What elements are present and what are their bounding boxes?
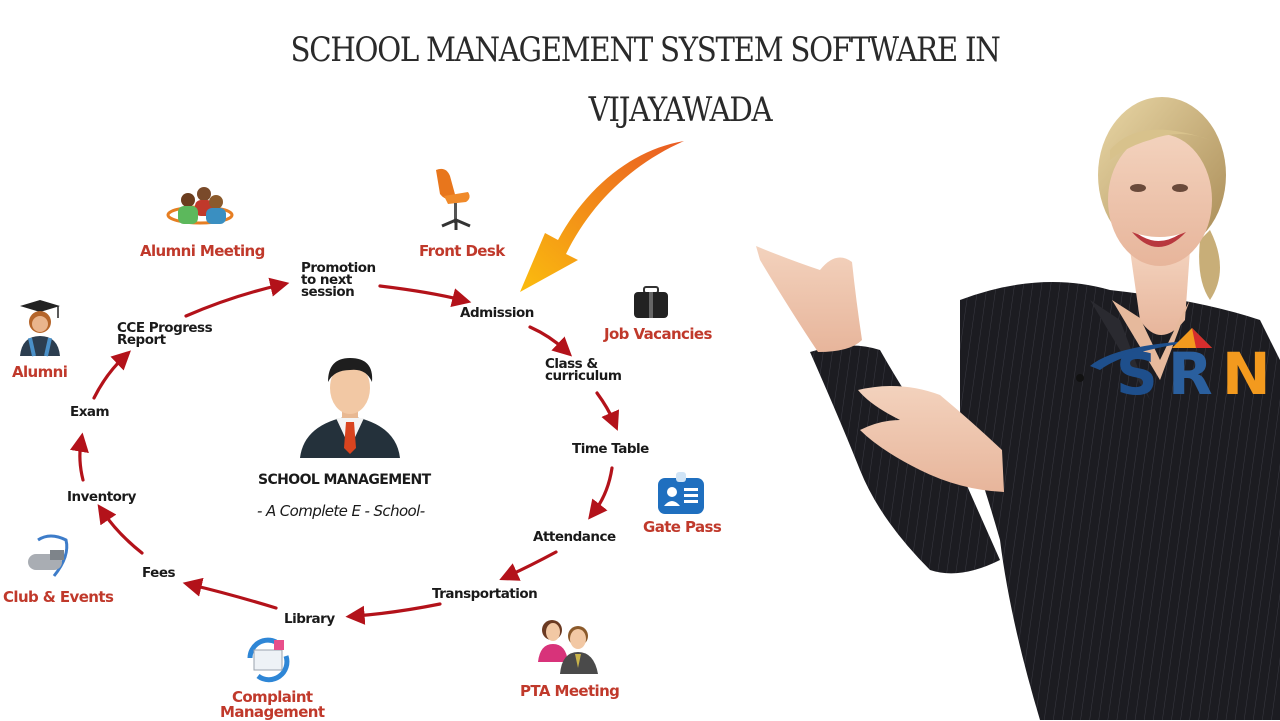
arrow-inventory-to-exam: [69, 432, 89, 482]
arrow-exam-to-cce: [92, 350, 131, 400]
cycle-node-label-line: to next: [301, 272, 352, 288]
cycle-node-class-curriculum: Class & curriculum: [545, 356, 622, 384]
manager-icon: [300, 358, 400, 458]
cycle-node-label-line: curriculum: [545, 368, 622, 384]
arrow-transportation-to-library: [345, 602, 442, 625]
cycle-node-fees: Fees: [142, 565, 176, 581]
module-gate-pass: Gate Pass: [643, 518, 722, 536]
presenter-woman-illustration: [756, 97, 1280, 720]
center-title: SCHOOL MANAGEMENT: [258, 472, 431, 488]
page-title-line-2: VIJAYAWADA: [588, 90, 773, 130]
logo-letter-n: N: [1222, 340, 1271, 398]
arrow-promotion-to-admission: [378, 284, 472, 307]
arrow-attendance-to-transportation: [499, 550, 558, 581]
cycle-arrows: [69, 277, 620, 625]
srn-logo: S R N: [1090, 328, 1271, 398]
logo-letter-s: S: [1116, 340, 1158, 398]
cycle-node-attendance: Attendance: [533, 529, 616, 545]
cycle-node-label-line: CCE Progress: [117, 320, 213, 336]
arrow-library-to-fees: [182, 577, 278, 610]
pointer-arrow-icon: [520, 141, 684, 292]
module-job-vacancies: Job Vacancies: [604, 325, 712, 343]
mail-refresh-icon: [247, 637, 290, 683]
module-label-line: Management: [220, 703, 325, 721]
module-complaint-management: Complaint Management: [220, 688, 325, 721]
module-pta-meeting: PTA Meeting: [520, 682, 620, 700]
arrow-class-to-timetable: [595, 391, 620, 431]
group-people-icon: [166, 187, 234, 225]
center-subtitle: - A Complete E - School-: [257, 502, 425, 520]
graduate-icon: [20, 300, 60, 357]
office-chair-icon: [436, 168, 471, 230]
cycle-node-promotion: Promotion to next session: [301, 260, 376, 300]
cycle-node-inventory: Inventory: [67, 489, 136, 505]
logo-letter-r: R: [1168, 340, 1213, 398]
module-club-events: Club & Events: [3, 588, 114, 606]
module-alumni: Alumni: [12, 363, 68, 381]
cycle-node-library: Library: [284, 611, 335, 627]
cycle-node-label-line: Class &: [545, 356, 598, 372]
cycle-node-exam: Exam: [70, 404, 110, 420]
module-label-line: Complaint: [231, 688, 313, 706]
arrow-admission-to-class: [528, 325, 573, 357]
arrow-cce-to-promotion: [184, 277, 290, 318]
id-badge-icon: [658, 472, 704, 514]
whistle-icon: [28, 534, 69, 577]
cycle-node-label-line: Report: [117, 332, 166, 348]
cycle-node-time-table: Time Table: [572, 441, 649, 457]
briefcase-icon: [634, 286, 668, 318]
module-front-desk: Front Desk: [419, 242, 505, 260]
cycle-node-transportation: Transportation: [432, 586, 538, 602]
cycle-node-admission: Admission: [460, 305, 534, 321]
module-alumni-meeting: Alumni Meeting: [140, 242, 265, 260]
arrow-fees-to-inventory: [97, 504, 144, 555]
arrow-timetable-to-attendance: [588, 466, 614, 520]
cycle-node-label-line: Promotion: [301, 260, 376, 276]
two-people-icon: [538, 620, 598, 674]
cycle-node-cce-progress-report: CCE Progress Report: [117, 320, 213, 348]
page-title-line-1: SCHOOL MANAGEMENT SYSTEM SOFTWARE IN: [290, 30, 1001, 70]
cycle-node-label-line: session: [301, 284, 355, 300]
